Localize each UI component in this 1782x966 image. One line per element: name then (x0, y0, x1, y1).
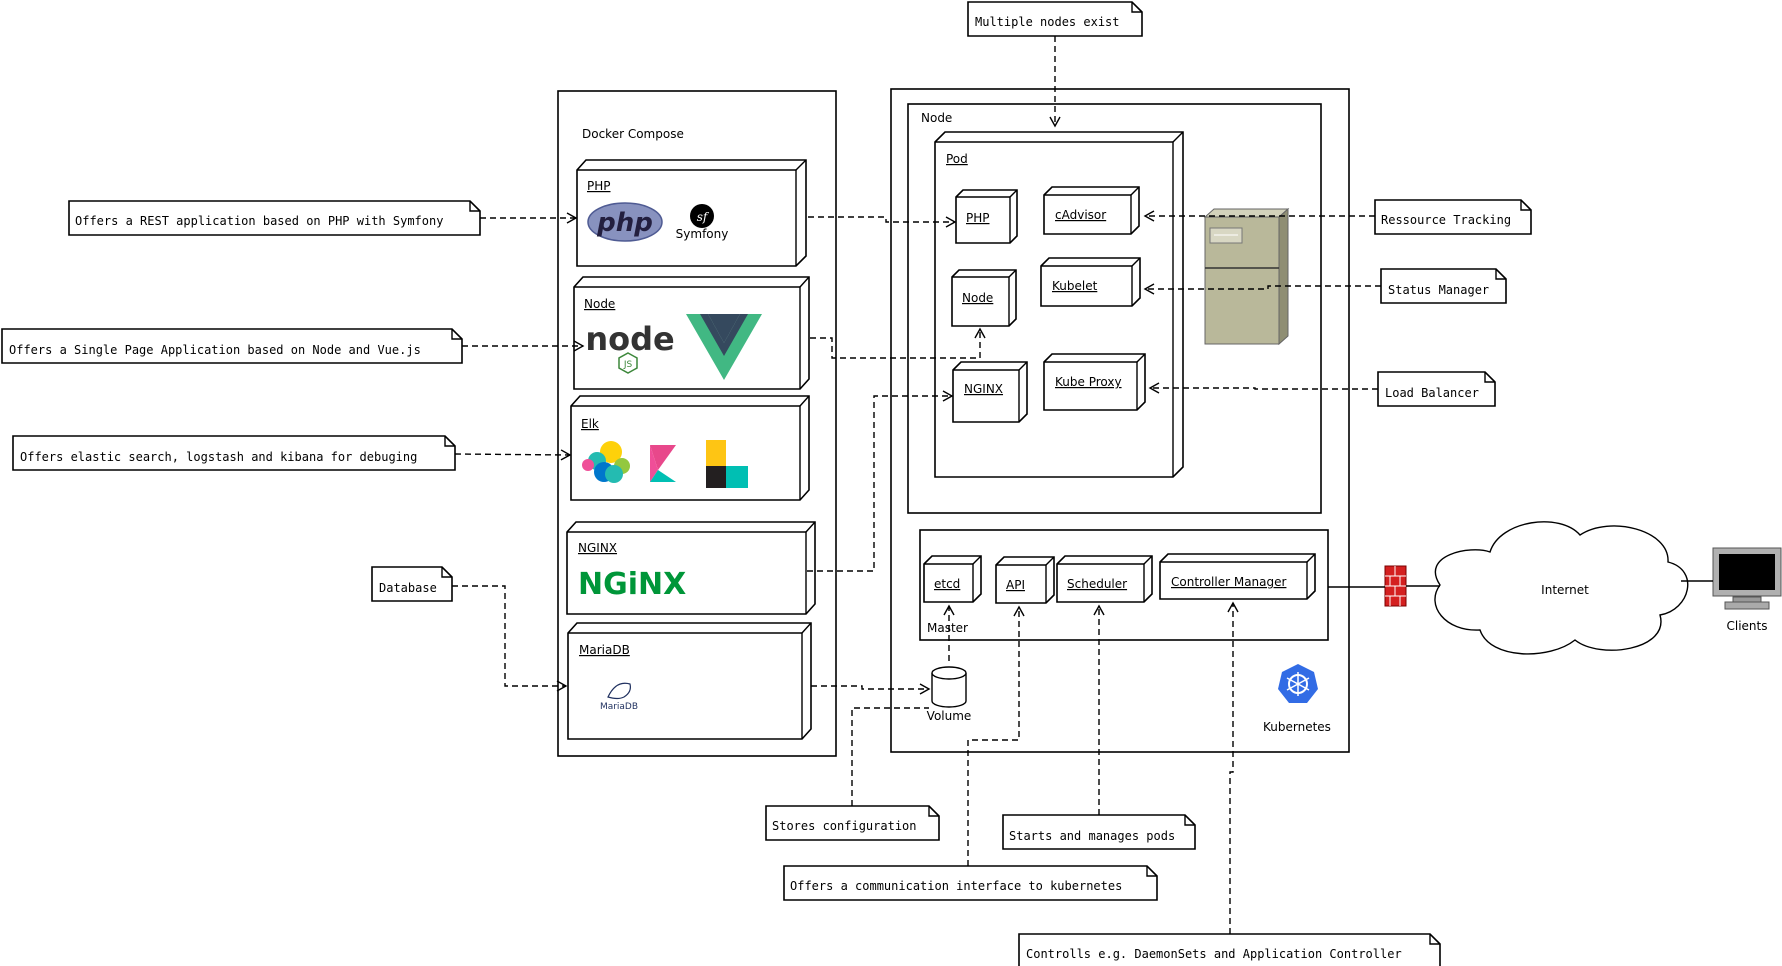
php-logo-text: php (596, 208, 653, 238)
edge-mariadb-to-volume (811, 683, 931, 695)
cloud-icon: Internet (1434, 521, 1689, 655)
edge-database-note (452, 585, 568, 692)
pod-nginx-label: NGINX (964, 382, 1003, 396)
monitor-icon: Clients (1712, 547, 1782, 633)
server-icon (1203, 207, 1290, 346)
edge-comm-interface (967, 605, 1025, 866)
pod-node-box: Node (951, 269, 1017, 327)
elastic-logo (582, 441, 630, 483)
note-status-manager: Status Manager (1380, 268, 1507, 304)
volume-cylinder-icon: Volume (927, 666, 972, 723)
kube-proxy-box: Kube Proxy (1043, 353, 1146, 411)
etcd-box: etcd (923, 555, 982, 603)
note-resource-tracking: Ressource Tracking (1374, 199, 1532, 235)
note-node: Offers a Single Page Application based o… (1, 328, 463, 364)
mariadb-logo: MariaDB (600, 682, 638, 712)
note-resource-tracking-text: Ressource Tracking (1381, 213, 1511, 227)
docker-node-component: Node node JS (573, 276, 810, 390)
note-comm-interface-text: Offers a communication interface to kube… (790, 879, 1122, 893)
docker-elk-component: Elk (570, 395, 810, 501)
cadvisor-label: cAdvisor (1055, 208, 1106, 222)
cadvisor-box: cAdvisor (1043, 186, 1140, 235)
edge-php-to-pod-php (808, 216, 957, 228)
scheduler-box: Scheduler (1056, 555, 1153, 603)
pod-php-box: PHP (955, 189, 1018, 244)
edge-stores-config (851, 707, 929, 806)
volume-label: Volume (927, 709, 972, 723)
edge-nginx-to-pod-nginx (807, 390, 954, 572)
note-comm-interface: Offers a communication interface to kube… (783, 865, 1158, 901)
pod-label: Pod (946, 152, 968, 166)
docker-nginx-label: NGINX (578, 541, 617, 555)
master-label: Master (927, 621, 968, 635)
edge-elk-note (454, 449, 572, 461)
api-box: API (995, 556, 1055, 604)
internet-label: Internet (1541, 583, 1589, 597)
docker-php-label: PHP (587, 179, 611, 193)
docker-nginx-component: NGINX NGiNX (566, 521, 816, 615)
note-database: Database (371, 566, 453, 602)
firewall-icon (1384, 565, 1407, 607)
docker-node-label: Node (584, 297, 615, 311)
scheduler-label: Scheduler (1067, 577, 1127, 591)
note-stores-config-text: Stores configuration (772, 819, 917, 833)
mariadb-logo-text: MariaDB (600, 702, 638, 712)
symfony-logo: sf Symfony (676, 204, 729, 241)
note-controls: Controlls e.g. DaemonSets and Applicatio… (1018, 933, 1441, 966)
php-logo: php (587, 202, 663, 242)
kubernetes-logo (1278, 664, 1318, 703)
connectors (452, 36, 1713, 934)
kibana-logo (650, 445, 676, 482)
svg-text:JS: JS (623, 360, 633, 370)
etcd-label: etcd (934, 577, 960, 591)
note-starts-pods-text: Starts and manages pods (1009, 829, 1175, 843)
note-load-balancer-text: Load Balancer (1385, 386, 1479, 400)
note-starts-pods: Starts and manages pods (1002, 814, 1196, 850)
vue-logo (686, 314, 762, 380)
note-multiple-nodes-text: Multiple nodes exist (975, 15, 1120, 29)
nodejs-logo-text: node (585, 320, 674, 358)
edge-controls (1227, 601, 1239, 934)
pod-php-label: PHP (966, 211, 990, 225)
docker-mariadb-component: MariaDB MariaDB (567, 622, 812, 740)
note-php: Offers a REST application based on PHP w… (68, 200, 481, 236)
docker-mariadb-label: MariaDB (579, 643, 630, 657)
k8s-node-label: Node (921, 111, 952, 125)
docker-compose-label: Docker Compose (582, 127, 684, 141)
docker-elk-label: Elk (581, 417, 599, 431)
note-php-text: Offers a REST application based on PHP w… (75, 214, 443, 228)
kubelet-label: Kubelet (1052, 279, 1098, 293)
note-elk-text: Offers elastic search, logstash and kiba… (20, 450, 417, 464)
edge-load-balancer (1148, 382, 1378, 394)
controller-manager-box: Controller Manager (1159, 553, 1316, 600)
pod-nginx-box: NGINX (952, 361, 1028, 423)
note-controls-text: Controlls e.g. DaemonSets and Applicatio… (1026, 947, 1402, 961)
kube-proxy-label: Kube Proxy (1055, 375, 1122, 389)
kubelet-box: Kubelet (1040, 257, 1141, 307)
controller-manager-label: Controller Manager (1171, 575, 1287, 589)
logstash-logo (706, 440, 748, 488)
note-multiple-nodes: Multiple nodes exist (967, 1, 1143, 37)
note-status-manager-text: Status Manager (1388, 283, 1489, 297)
kubernetes-label: Kubernetes (1263, 720, 1331, 734)
docker-php-component: PHP php sf Symfony (576, 159, 807, 267)
note-load-balancer: Load Balancer (1377, 371, 1496, 407)
edge-status-manager (1143, 283, 1381, 295)
edge-node-to-pod-node (810, 327, 986, 359)
svg-text:sf: sf (697, 210, 710, 224)
note-stores-config: Stores configuration (765, 805, 940, 841)
symfony-logo-text: Symfony (676, 227, 729, 241)
clients-label: Clients (1727, 619, 1768, 633)
note-node-text: Offers a Single Page Application based o… (9, 343, 421, 357)
pod-node-label: Node (962, 291, 993, 305)
note-elk: Offers elastic search, logstash and kiba… (12, 435, 456, 471)
api-label: API (1006, 578, 1025, 592)
note-database-text: Database (379, 581, 437, 595)
nodejs-logo: node JS (585, 320, 675, 374)
nginx-logo: NGiNX (578, 567, 686, 602)
